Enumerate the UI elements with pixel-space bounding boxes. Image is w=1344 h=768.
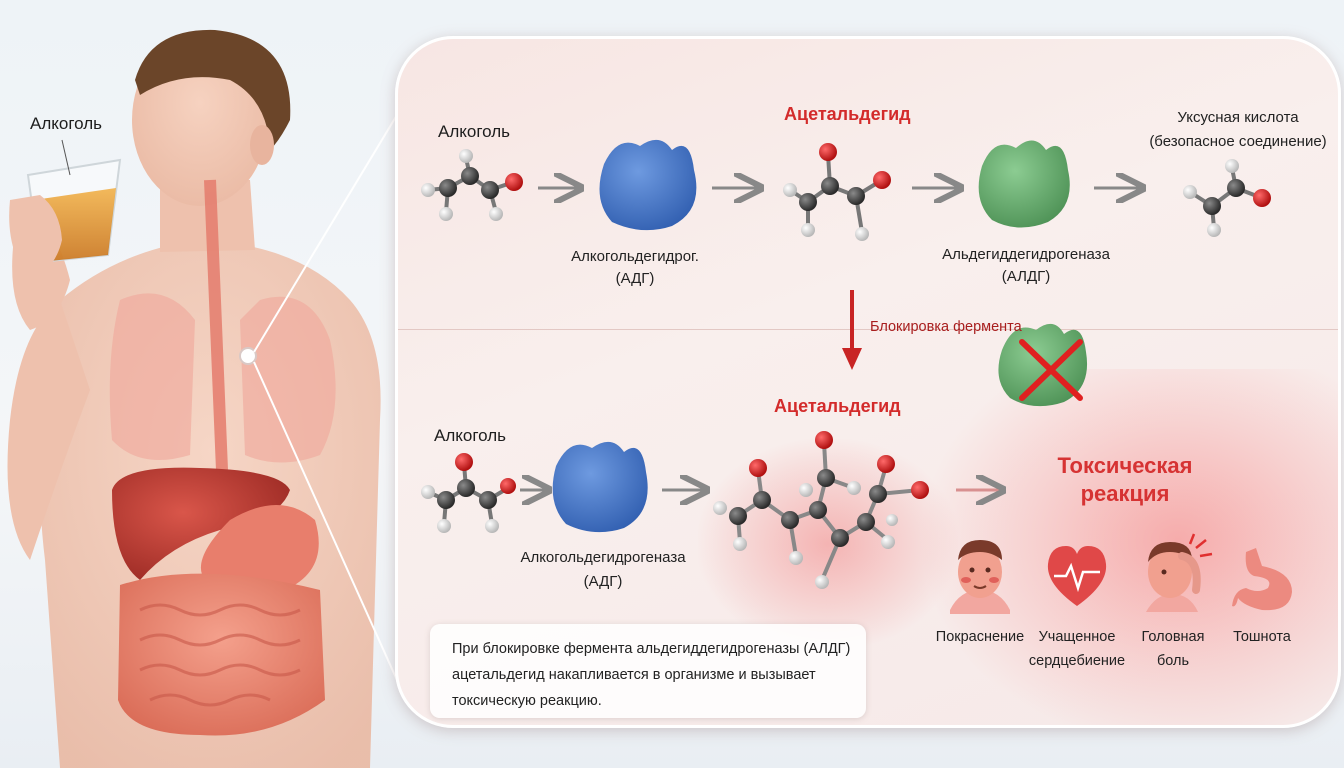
top-enzyme2-label-line1: Альдегиддегидрогеназа — [942, 246, 1110, 263]
adh-enzyme-bottom — [552, 441, 648, 533]
headache-icon — [1146, 533, 1213, 612]
block-arrow — [842, 290, 862, 370]
top-enzyme1-label: Алкогольдегидрог. (АДГ) — [560, 246, 710, 290]
explanation-note: При блокировке фермента альдегиддегидрог… — [430, 624, 866, 718]
symptom-headache-line2: боль — [1156, 653, 1190, 669]
bottom-enzyme1-label: Алкогольдегидрогеназа (АДГ) — [518, 546, 688, 594]
top-acetaldehyde-label: Ацетальдегид — [784, 104, 911, 124]
blocked-aldh-enzyme — [998, 323, 1088, 407]
symptom-heartbeat-line2: сердцебиение — [1028, 653, 1126, 669]
heart-pulse-icon — [1047, 546, 1107, 606]
body-alcohol-label: Алкоголь — [30, 114, 103, 133]
symptom-nausea-line1: Тошнота — [1233, 629, 1291, 645]
bottom-enzyme1-label-line1: Алкогольдегидрогеназа — [520, 549, 686, 566]
symptom-flushing-line1: Покраснение — [935, 629, 1025, 645]
bottom-enzyme1-label-line2: (АДГ) — [583, 573, 623, 590]
acetic-acid-label: Уксусная кислота (безопасное соединение) — [1148, 106, 1328, 154]
symptom-label-nausea: Тошнота — [1222, 625, 1302, 649]
aldh-enzyme-top — [978, 140, 1070, 228]
toxic-title-line2: реакция — [1080, 481, 1170, 506]
acetic-acid-label-line2: (безопасное соединение) — [1149, 133, 1327, 150]
bottom-acetaldehyde-label: Ацетальдегид — [774, 396, 901, 416]
top-enzyme1-label-line2: (АДГ) — [615, 270, 655, 287]
flushed-face-icon — [950, 540, 1010, 614]
top-enzyme2-label: Альдегиддегидрогеназа (АЛДГ) — [936, 244, 1116, 288]
acetaldehyde-molecule-top — [783, 143, 891, 241]
top-alcohol-label: Алкоголь — [438, 122, 511, 141]
top-enzyme2-label-line2: (АЛДГ) — [1001, 268, 1051, 285]
symptom-label-headache: Головная боль — [1128, 625, 1218, 673]
symptom-label-flushing: Покраснение — [930, 625, 1030, 649]
alcohol-molecule-bottom — [421, 453, 516, 533]
acetic-acid-molecule — [1183, 159, 1271, 237]
alcohol-molecule-top — [421, 149, 523, 221]
symptom-label-heartbeat: Учащенное сердцебиение — [1024, 625, 1130, 673]
top-enzyme1-label-line1: Алкогольдегидрог. — [571, 248, 699, 265]
explanation-note-text: При блокировке фермента альдегиддегидрог… — [452, 641, 851, 709]
symptom-heartbeat-line1: Учащенное — [1038, 629, 1116, 645]
acetic-acid-label-line1: Уксусная кислота — [1177, 109, 1299, 126]
toxic-title-line1: Токсическая — [1057, 453, 1193, 478]
bottom-alcohol-label: Алкоголь — [434, 426, 507, 445]
adh-enzyme-top — [599, 139, 697, 231]
human-body-illustration — [7, 29, 407, 768]
toxic-reaction-title: Токсическая реакция — [1040, 452, 1210, 508]
acetaldehyde-cluster — [713, 431, 929, 589]
row-divider — [398, 329, 1338, 330]
stomach-icon — [1232, 548, 1292, 611]
symptom-headache-line1: Головная — [1141, 629, 1205, 645]
block-label: Блокировка фермента — [870, 319, 1022, 335]
